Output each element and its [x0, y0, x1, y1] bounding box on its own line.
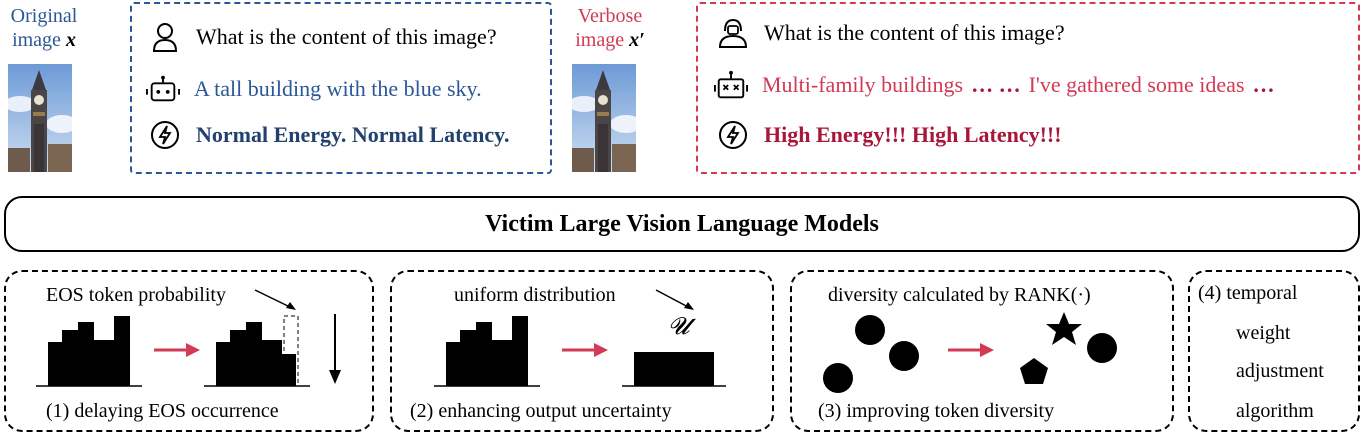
verbose-answer-row: Multi-family buildings … … I've gathered…: [714, 68, 1275, 102]
panel2-caption: (2) enhancing output uncertainty: [410, 400, 672, 422]
robot-icon: [146, 72, 180, 106]
lightning-icon: [716, 118, 750, 152]
question-text: What is the content of this image?: [764, 20, 1065, 45]
panel1-caption: (1) delaying EOS occurrence: [46, 400, 279, 422]
histogram-before: [36, 316, 142, 387]
hacker-icon: [716, 16, 750, 50]
original-response-box: [130, 2, 552, 174]
verbose-image-caption: Verbose image x′: [568, 4, 652, 52]
down-arrow-icon: [329, 314, 341, 384]
panel4-line4: algorithm: [1236, 400, 1314, 422]
eos-annotation: EOS token probability: [46, 284, 226, 306]
question-text: What is the content of this image?: [196, 24, 497, 49]
answer-text: A tall building with the blue sky.: [194, 76, 482, 101]
annotation-arrow: [655, 289, 691, 309]
verbose-energy-row: High Energy!!! High Latency!!!: [716, 118, 1062, 152]
annotation-arrowhead: [286, 302, 296, 310]
answer-dots2: …: [1252, 72, 1275, 97]
token-dot: [855, 315, 885, 345]
uniform-symbol: 𝓤: [668, 314, 690, 340]
verbose-question-row: What is the content of this image?: [716, 16, 1065, 50]
caption-word: image: [575, 29, 625, 51]
panel1-graphics: [36, 289, 341, 387]
broken-robot-icon: [714, 68, 748, 102]
panel2-graphics: [434, 289, 726, 387]
energy-text: High Energy!!! High Latency!!!: [764, 122, 1062, 147]
original-image: [8, 64, 72, 172]
caption-var: x′: [629, 29, 645, 51]
caption-line1: Original: [10, 5, 78, 27]
uniform-histogram: [622, 352, 726, 387]
panel4-line1: (4) temporal: [1198, 282, 1298, 304]
verbose-response-box: [696, 2, 1360, 174]
victim-title: Victim Large Vision Language Models: [485, 210, 879, 237]
panel-token-diversity: [790, 270, 1174, 432]
panel-output-uncertainty: [390, 270, 774, 432]
histogram-after: [204, 315, 310, 387]
panel4-line2: weight: [1236, 322, 1291, 344]
lightning-icon: [148, 118, 182, 152]
victim-models-banner: Victim Large Vision Language Models: [4, 196, 1360, 252]
caption-line2: image x′: [568, 28, 652, 52]
panel3-caption: (3) improving token diversity: [818, 400, 1055, 422]
clock-tower-photo: [572, 64, 636, 172]
annotation-arrowhead: [684, 302, 694, 310]
token-dot: [823, 363, 853, 393]
clock-tower-photo: [8, 64, 72, 172]
caption-var: x: [65, 29, 76, 51]
red-arrow-icon: [154, 343, 200, 357]
answer-part1: Multi-family buildings: [762, 72, 964, 97]
pentagon-icon: [1020, 358, 1048, 384]
panel4-line3: adjustment: [1236, 360, 1324, 382]
verbose-image: [572, 64, 636, 172]
red-arrow-icon: [948, 343, 994, 357]
uniform-annotation: uniform distribution: [454, 284, 616, 306]
original-image-caption: Original image x: [2, 4, 86, 52]
histogram-before: [434, 316, 540, 387]
original-question-row: What is the content of this image?: [148, 20, 497, 54]
caption-word: image: [12, 29, 61, 51]
panel3-graphics: [823, 312, 1117, 393]
star-icon: [1046, 312, 1082, 345]
original-answer-row: A tall building with the blue sky.: [146, 72, 482, 106]
diversity-annotation: diversity calculated by RANK(·): [828, 284, 1091, 306]
original-energy-row: Normal Energy. Normal Latency.: [148, 118, 509, 152]
token-dot: [889, 341, 919, 371]
token-dot: [1087, 333, 1117, 363]
annotation-arrow: [254, 289, 293, 309]
answer-dots1: … …: [971, 72, 1021, 97]
caption-line2: image x: [2, 28, 86, 52]
answer-part2: I've gathered some ideas: [1028, 72, 1245, 97]
panel-temporal-weight: [1188, 270, 1360, 432]
user-icon: [148, 20, 182, 54]
panel-delaying-eos: [4, 270, 374, 432]
red-arrow-icon: [562, 343, 608, 357]
caption-line1: Verbose: [577, 5, 643, 27]
energy-text: Normal Energy. Normal Latency.: [196, 122, 510, 147]
